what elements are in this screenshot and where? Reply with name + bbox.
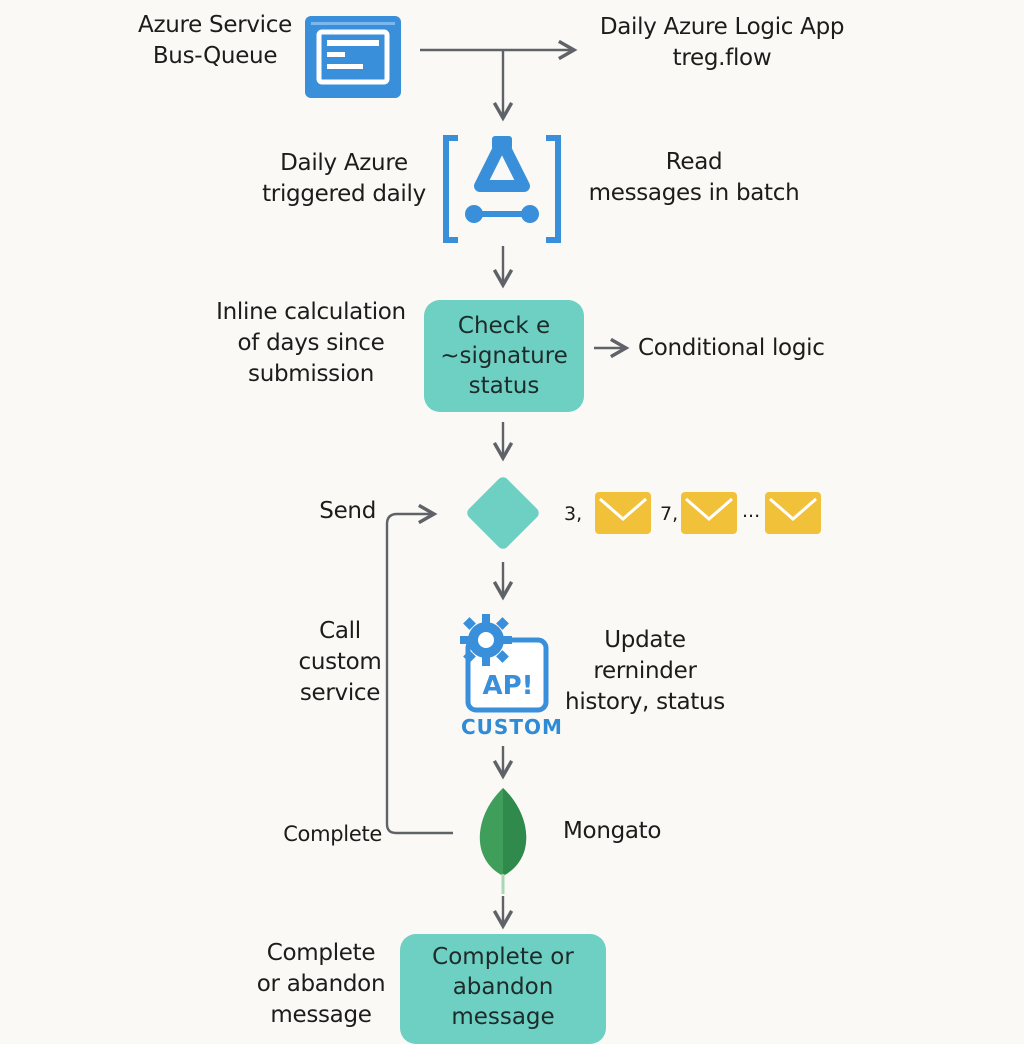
service-bus-queue-icon	[305, 16, 401, 98]
reminder-ellipsis: ...	[742, 500, 761, 522]
send-label: Send	[319, 498, 376, 524]
reminder-day-3: 3,	[564, 503, 583, 525]
logic-app-icon	[443, 135, 561, 243]
decision-diamond	[467, 477, 539, 549]
api-text: AP!	[482, 671, 533, 701]
envelope-icon	[681, 492, 737, 534]
custom-api-gear-icon: AP!	[460, 614, 549, 713]
mongato-label: Mongato	[563, 818, 662, 844]
conditional-logic-label: Conditional logic	[638, 335, 825, 361]
complete-loop-label: Complete	[283, 822, 382, 846]
reminder-day-7: 7,	[660, 503, 679, 525]
mongodb-leaf-icon	[479, 788, 527, 894]
envelope-icon	[765, 492, 821, 534]
custom-label: CUSTOM	[461, 715, 563, 739]
loop-back-connector	[385, 503, 453, 835]
envelope-icon	[595, 492, 651, 534]
